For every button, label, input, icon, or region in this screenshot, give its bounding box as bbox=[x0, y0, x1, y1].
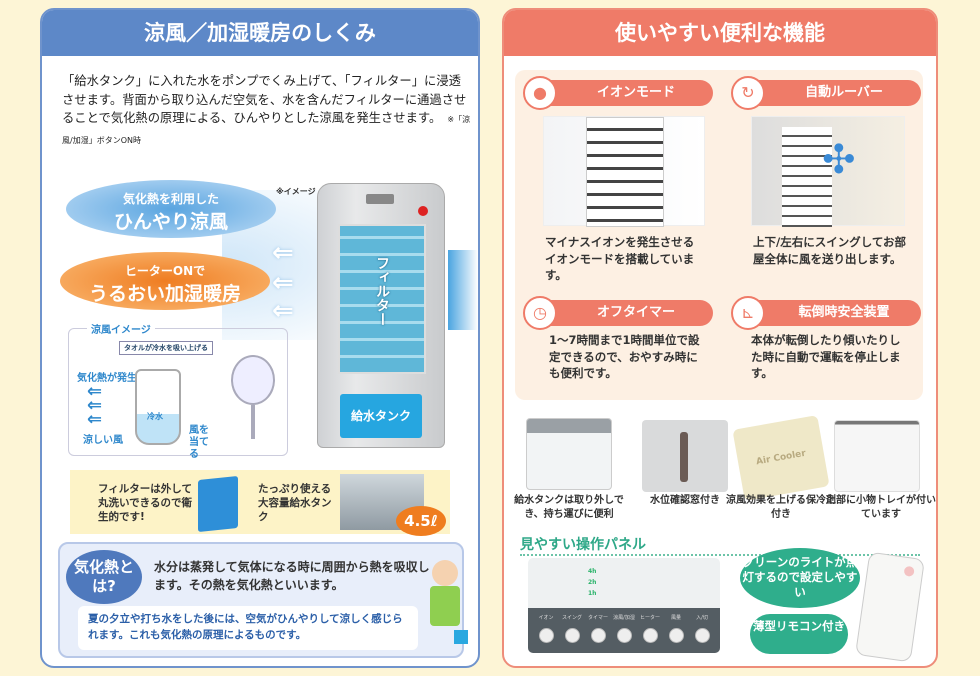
timer-led: 2h bbox=[588, 579, 597, 586]
image-note: ※イメージ bbox=[276, 187, 316, 196]
heater-button[interactable] bbox=[643, 628, 658, 643]
towel-label: タオルが冷水を吸い上げる bbox=[119, 341, 213, 355]
bucket-icon bbox=[454, 630, 468, 644]
remote-bubble: 薄型リモコン付き bbox=[750, 614, 848, 654]
bucket-graphic bbox=[135, 369, 181, 445]
tank-product-photo bbox=[526, 418, 612, 490]
button-label: ヒーター bbox=[639, 615, 660, 621]
wind-arrows-icon: ⇐⇐⇐ bbox=[87, 381, 103, 430]
kika-box: 気化熱とは? 水分は蒸発して気体になる時に周囲から熱を吸収します。その熱を気化熱… bbox=[58, 542, 468, 658]
button-label: 風量 bbox=[670, 615, 681, 621]
intro-note: ※「涼風/加湿」ボタンON時 bbox=[62, 115, 471, 145]
ion-icon: ● bbox=[523, 76, 557, 110]
product-caption: 涼風効果を上げる保冷剤付き bbox=[726, 495, 836, 520]
ion-photo bbox=[543, 116, 705, 227]
heat-label: 気化熱が発生 bbox=[77, 373, 137, 384]
cooler-front bbox=[586, 117, 664, 227]
green-light-bubble: グリーンのライトが点灯するので設定しやすい bbox=[740, 548, 860, 608]
intake-air-arrow bbox=[448, 250, 478, 330]
timer-led: 4h bbox=[588, 568, 597, 575]
louver-photo: ✣ bbox=[751, 116, 905, 227]
kika-example: 夏の夕立や打ち水をした後には、空気がひんやりして涼しく感じられます。これも気化熱… bbox=[78, 606, 418, 650]
ion-button[interactable] bbox=[539, 628, 554, 643]
button-label: スイング bbox=[561, 615, 582, 621]
feature-louver-label: 自動ルーバー bbox=[741, 80, 921, 106]
cool-sub: 気化熱を利用した bbox=[122, 192, 219, 206]
cold-water-label: 冷水 bbox=[147, 412, 163, 421]
button-label: 涼風/加湿 bbox=[613, 615, 635, 621]
girl-illustration bbox=[432, 560, 458, 586]
cool-image-title: 涼風イメージ bbox=[87, 321, 155, 336]
warm-main: うるおい加湿暖房 bbox=[88, 283, 241, 305]
feature-timer-label: オフタイマー bbox=[533, 300, 713, 326]
cool-badge: 気化熱を利用したひんやり涼風 bbox=[66, 180, 276, 238]
filter-note: フィルターは外して丸洗いできるので衛生的です! bbox=[98, 483, 192, 523]
button-label: 入/切 bbox=[696, 615, 708, 621]
left-title: 涼風／加湿暖房のしくみ bbox=[42, 10, 478, 56]
fan-label: 風を当てる bbox=[189, 425, 209, 460]
kika-badge: 気化熱とは? bbox=[66, 550, 142, 604]
control-panel-photo: 4h 2h 1h イオン スイング タイマー 涼風/加湿 ヒーター 風量 入/切 bbox=[528, 558, 720, 653]
capacity-badge: 4.5ℓ bbox=[396, 506, 446, 536]
timer-button[interactable] bbox=[591, 628, 606, 643]
feature-ion-text: マイナスイオンを発生させるイオンモードを搭載しています。 bbox=[545, 235, 695, 282]
tank-note: たっぷり使える大容量給水タンク bbox=[258, 483, 332, 523]
product-caption: 給水タンクは取り外しでき、持ち運びに便利 bbox=[514, 495, 624, 520]
cool-humidify-button[interactable] bbox=[617, 628, 632, 643]
intro-body: 「給水タンク」に入れた水をポンプでくみ上げて、「フィルター」に浸透させます。背面… bbox=[62, 74, 467, 125]
button-label: タイマー bbox=[587, 615, 608, 621]
water-tank-label: 給水タンク bbox=[340, 394, 422, 438]
left-panel: 涼風／加湿暖房のしくみ 「給水タンク」に入れた水をポンプでくみ上げて、「フィルタ… bbox=[40, 8, 480, 668]
timer-led: 1h bbox=[588, 590, 597, 597]
button-label: イオン bbox=[538, 615, 554, 621]
handle bbox=[366, 194, 394, 204]
cool-image-box: 涼風イメージ タオルが冷水を吸い上げる 気化熱が発生 ⇐⇐⇐ 冷水 涼しい風 風… bbox=[68, 321, 288, 460]
filter-label: フィルター bbox=[374, 256, 390, 326]
louver-icon: ↻ bbox=[731, 76, 765, 110]
warm-badge: ヒーターONでうるおい加湿暖房 bbox=[60, 252, 270, 310]
arrow-left-icon: ⇐ bbox=[272, 238, 294, 268]
product-caption: 上部に小物トレイが付いています bbox=[826, 495, 936, 520]
girl-body bbox=[430, 586, 460, 626]
feature-ion-label: イオンモード bbox=[533, 80, 713, 106]
filter-sponge-image bbox=[198, 475, 238, 533]
cool-wind-label: 涼しい風 bbox=[83, 435, 123, 446]
remote-power-button bbox=[903, 565, 915, 577]
arrow-left-icon: ⇐ bbox=[272, 268, 294, 298]
divider bbox=[520, 554, 920, 556]
product-caption: 水位確認窓付き bbox=[650, 495, 720, 506]
water-window bbox=[680, 432, 688, 482]
tip-over-icon: ⊾ bbox=[731, 296, 765, 330]
arrow-left-icon: ⇐ bbox=[272, 296, 294, 326]
feature-louver-text: 上下/左右にスイングしてお部屋全体に風を送り出します。 bbox=[753, 235, 907, 266]
features-box: イオンモード ● マイナスイオンを発生させるイオンモードを搭載しています。 自動… bbox=[515, 70, 923, 400]
louver-slats bbox=[782, 127, 832, 227]
right-title: 使いやすい便利な機能 bbox=[504, 10, 936, 56]
panel-title: 見やすい操作パネル bbox=[520, 537, 646, 553]
ice-pack-photo: Air Cooler bbox=[732, 415, 830, 501]
power-lamp bbox=[418, 206, 428, 216]
tray-photo bbox=[834, 420, 920, 492]
button-strip: イオン スイング タイマー 涼風/加湿 ヒーター 風量 入/切 bbox=[528, 608, 720, 653]
feature-safety-label: 転倒時安全装置 bbox=[741, 300, 921, 326]
cool-main: ひんやり涼風 bbox=[113, 211, 228, 233]
warm-sub: ヒーターONで bbox=[124, 264, 206, 278]
feature-safety-text: 本体が転倒したり傾いたりした時に自動で運転を停止します。 bbox=[751, 333, 901, 380]
air-cooler-rear-image: フィルター 給水タンク bbox=[317, 183, 445, 448]
fan-stand bbox=[251, 405, 255, 439]
feature-timer-text: 1〜7時間まで1時間単位で設定できるので、おやすみ時にも便利です。 bbox=[549, 333, 700, 380]
swing-arrows-icon: ✣ bbox=[822, 137, 856, 183]
power-button[interactable] bbox=[695, 628, 710, 643]
fan-icon bbox=[231, 355, 275, 405]
kika-text: 水分は蒸発して気体になる時に周囲から熱を吸収します。その熱を気化熱といいます。 bbox=[154, 560, 430, 592]
clock-icon: ◷ bbox=[523, 296, 557, 330]
swing-button[interactable] bbox=[565, 628, 580, 643]
filter: フィルター bbox=[338, 224, 426, 374]
water-window-photo bbox=[642, 420, 728, 492]
filter-tank-strip: フィルターは外して丸洗いできるので衛生的です! たっぷり使える大容量給水タンク … bbox=[70, 470, 450, 536]
intro-text: 「給水タンク」に入れた水をポンプでくみ上げて、「フィルター」に浸透させます。背面… bbox=[62, 72, 472, 150]
fan-speed-button[interactable] bbox=[669, 628, 684, 643]
